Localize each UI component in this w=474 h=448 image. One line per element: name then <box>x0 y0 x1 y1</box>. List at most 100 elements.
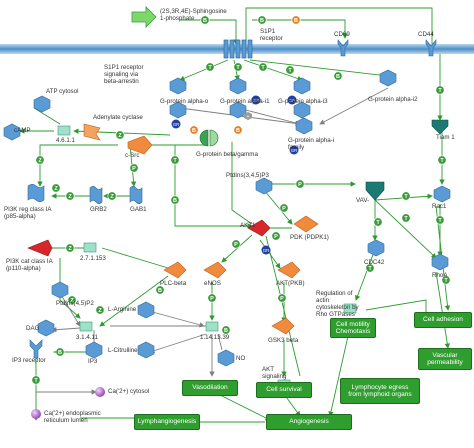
ptdins345-label: PtdIns(3,4,5)P3 <box>226 172 269 179</box>
cell-adhesion-process[interactable]: Cell adhesion <box>414 312 472 328</box>
ec-271153-box <box>83 242 97 253</box>
edge <box>249 59 389 79</box>
ec-4611-box <box>57 125 71 136</box>
edge <box>374 199 437 259</box>
no-icon <box>217 349 235 367</box>
lymphangiogenesis-process[interactable]: Lymphangiogenesis <box>134 414 200 430</box>
cd44-receptor-icon <box>425 39 437 57</box>
ip3-receptor-label: IP3 receptor <box>12 357 46 364</box>
ptdins45-label: PtdIns(4,5)P2 <box>56 300 94 307</box>
angiogenesis-process[interactable]: Angiogenesis <box>266 414 352 430</box>
vascular-permeability-process[interactable]: Vascular permeability <box>418 348 472 370</box>
ptdins345-icon <box>255 177 273 195</box>
cell-motility-process[interactable]: Cell motility Chemotaxis <box>330 318 376 338</box>
edge <box>245 7 433 44</box>
lymphocyte-egress-process[interactable]: Lymphocyte egress from lymphoid organs <box>340 378 420 404</box>
s1p1-label: S1P1 receptor <box>260 28 283 42</box>
plc-beta-icon <box>163 261 187 279</box>
ptdins45-icon <box>51 281 69 299</box>
edge <box>374 193 433 201</box>
ca-er-label: Ca('2+) endoplasmic reticulum lumen <box>44 410 101 424</box>
akt1-label: AKT1 <box>240 222 256 229</box>
edge <box>365 299 427 312</box>
rhoa-label: RhoA <box>432 272 448 279</box>
edge <box>144 309 205 328</box>
edge <box>221 234 253 263</box>
akt1-icon <box>247 219 271 237</box>
grb2-label: GRB2 <box>90 206 107 213</box>
edge <box>243 59 303 82</box>
rac1-label: Rac1 <box>432 203 447 210</box>
vav-label: VAV- <box>356 197 370 204</box>
l-arginine-icon <box>137 301 155 319</box>
gtpase-icons <box>3 95 451 367</box>
cell-survival-process[interactable]: Cell survival <box>256 382 312 398</box>
s1p1-receptor-icon <box>223 39 253 59</box>
s1p1-signaling-label: S1P1 receptor signaling via beta-arresti… <box>104 64 144 85</box>
sphingosine-label: (2S,3R,4E)-Sphingosine 1-phosphate <box>160 8 227 22</box>
rhoa-icon <box>431 253 449 271</box>
pi3k-cat-label: PI3K cat class IA (p110-alpha) <box>6 258 53 272</box>
atp-icon <box>33 95 51 113</box>
edge <box>101 247 169 269</box>
galpha-o-icon-lower <box>169 101 187 119</box>
camp-icon <box>3 123 21 141</box>
tiam1-icon <box>431 119 449 135</box>
galpha-i1-label: G-protein alpha-i1 <box>220 98 270 105</box>
csrc-icon <box>127 135 153 155</box>
akt-pkb-label: AKT(PKB) <box>276 280 305 287</box>
galpha-i3-icon <box>293 77 311 95</box>
edge <box>263 189 293 225</box>
sphingosine-ligand-icon <box>131 6 157 28</box>
ca-cytosol-icon <box>95 387 105 397</box>
ca-er-icon <box>31 409 41 419</box>
ec-1141339-label: 1.14.13.39 <box>200 334 230 341</box>
edge <box>179 59 229 81</box>
enos-icon <box>203 261 227 279</box>
edge <box>233 59 240 81</box>
cd44-label: CD44 <box>418 31 434 38</box>
adenylate-cyclase-icon <box>83 123 101 141</box>
pdk-label: PDK (PDPK1) <box>290 234 329 241</box>
edge <box>99 275 169 327</box>
regulation-box <box>343 303 357 314</box>
edge <box>252 19 348 39</box>
galpha-i3-label: G-protein alpha-i3 <box>278 98 328 105</box>
ec-31411-box <box>79 321 93 332</box>
ec-31411-label: 3.1.4.11 <box>76 334 98 341</box>
gbeta-gamma-label: G-protein beta/gamma <box>196 151 258 158</box>
ec-4611-label: 4.6.1.1 <box>56 137 75 144</box>
edge <box>328 335 349 417</box>
regulation-label: Regulation of actin cytoskeleton by Rho … <box>316 290 359 318</box>
galpha-i-family-label: G-protein alpha-i family <box>288 137 335 151</box>
no-label: NO <box>236 355 246 362</box>
edge <box>37 144 118 187</box>
ec-1141339-box <box>205 321 219 332</box>
cdc42-label: CDC42 <box>364 259 385 266</box>
pdk-icon <box>293 215 319 233</box>
cd69-label: CD69 <box>334 31 350 38</box>
edge <box>265 235 301 377</box>
edge <box>149 333 207 354</box>
vasodilation-process[interactable]: Vasodilation <box>182 380 238 396</box>
l-citrulline-label: L-Citrulline <box>108 347 138 354</box>
ca-cytosol-label: Ca('2+) cytosol <box>108 388 150 395</box>
dag-label: DAG <box>26 325 40 332</box>
galpha-i2-label: G-protein alpha-i2 <box>368 96 418 103</box>
gsk3-icon <box>271 317 295 335</box>
pi3k-cat-icon <box>27 239 53 257</box>
l-arginine-label: L-Arginine <box>108 306 137 313</box>
galpha-i3-icon-lower <box>293 101 311 119</box>
galpha-o-icon <box>169 77 187 95</box>
gsk3-label: GSK3 beta <box>268 337 299 344</box>
akt-pkb-icon <box>277 261 301 279</box>
edge <box>355 251 375 301</box>
edge <box>319 87 389 125</box>
galpha-i1-icon <box>229 77 247 95</box>
galpha-i2-icon <box>379 69 397 87</box>
gbeta-gamma-icon <box>199 129 209 147</box>
gbeta-gamma-icon-right <box>209 129 219 147</box>
galpha-o-label: G-protein alpha-o <box>160 98 209 105</box>
edge <box>231 142 253 225</box>
